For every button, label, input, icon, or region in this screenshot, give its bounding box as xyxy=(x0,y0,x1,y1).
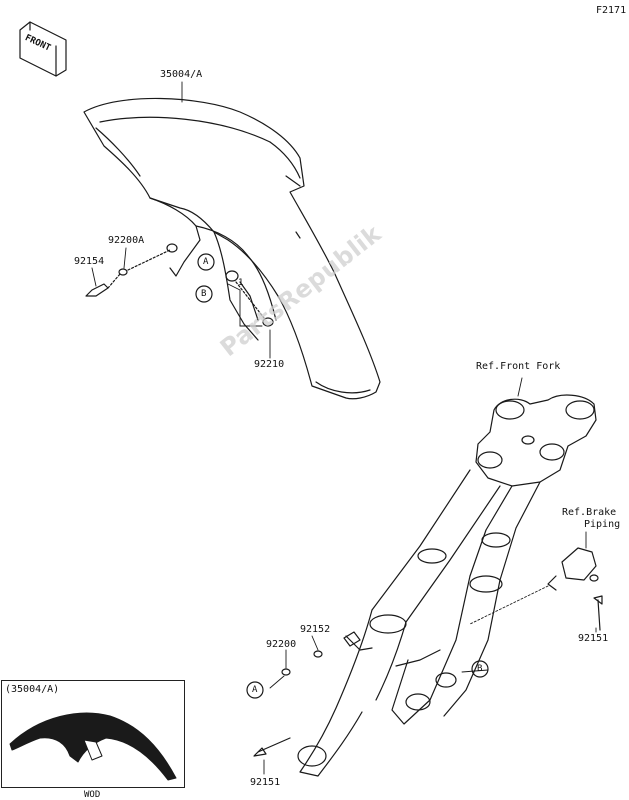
part-92200-label: 92200 xyxy=(266,639,297,650)
marker-b-lower xyxy=(471,660,489,678)
front-direction-arrow xyxy=(19,21,67,77)
inset-title: (35004/A) xyxy=(5,684,60,695)
inset-caption: WOD xyxy=(84,790,101,800)
ref-brake-label: Ref.Brake xyxy=(562,507,617,518)
part-92151-bottom-label: 92151 xyxy=(250,777,281,788)
front-fork-drawing xyxy=(297,394,597,777)
ref-piping-label: Piping xyxy=(584,519,621,530)
part-92210-label: 92210 xyxy=(254,359,285,370)
figure-code: F2171 xyxy=(596,5,627,16)
marker-a-upper-letter: A xyxy=(203,257,209,267)
marker-a-lower-letter: A xyxy=(252,685,258,695)
part-92200a-label: 92200A xyxy=(108,235,145,246)
marker-b-lower-letter: B xyxy=(477,664,483,674)
part-92151-right-label: 92151 xyxy=(578,633,609,644)
leader-lines-upper xyxy=(91,81,271,359)
fender-hardware xyxy=(85,243,274,327)
inset-box xyxy=(1,680,185,788)
marker-a-lower xyxy=(246,681,264,699)
ref-front-fork-label: Ref.Front Fork xyxy=(476,361,561,372)
marker-b-upper-letter: B xyxy=(201,289,207,299)
marker-a-upper xyxy=(197,253,215,271)
marker-b-upper xyxy=(195,285,213,303)
part-92154-label: 92154 xyxy=(74,256,105,267)
callout-count-label: 1 xyxy=(238,278,244,288)
fork-hardware xyxy=(253,595,603,757)
leader-lines-lower xyxy=(263,377,597,775)
front-fender-drawing xyxy=(83,97,381,400)
brake-clamp-drawing xyxy=(547,547,599,591)
part-35004a-label: 35004/A xyxy=(160,69,203,80)
part-92152-label: 92152 xyxy=(300,624,331,635)
inset-fender-drawing xyxy=(9,712,177,781)
